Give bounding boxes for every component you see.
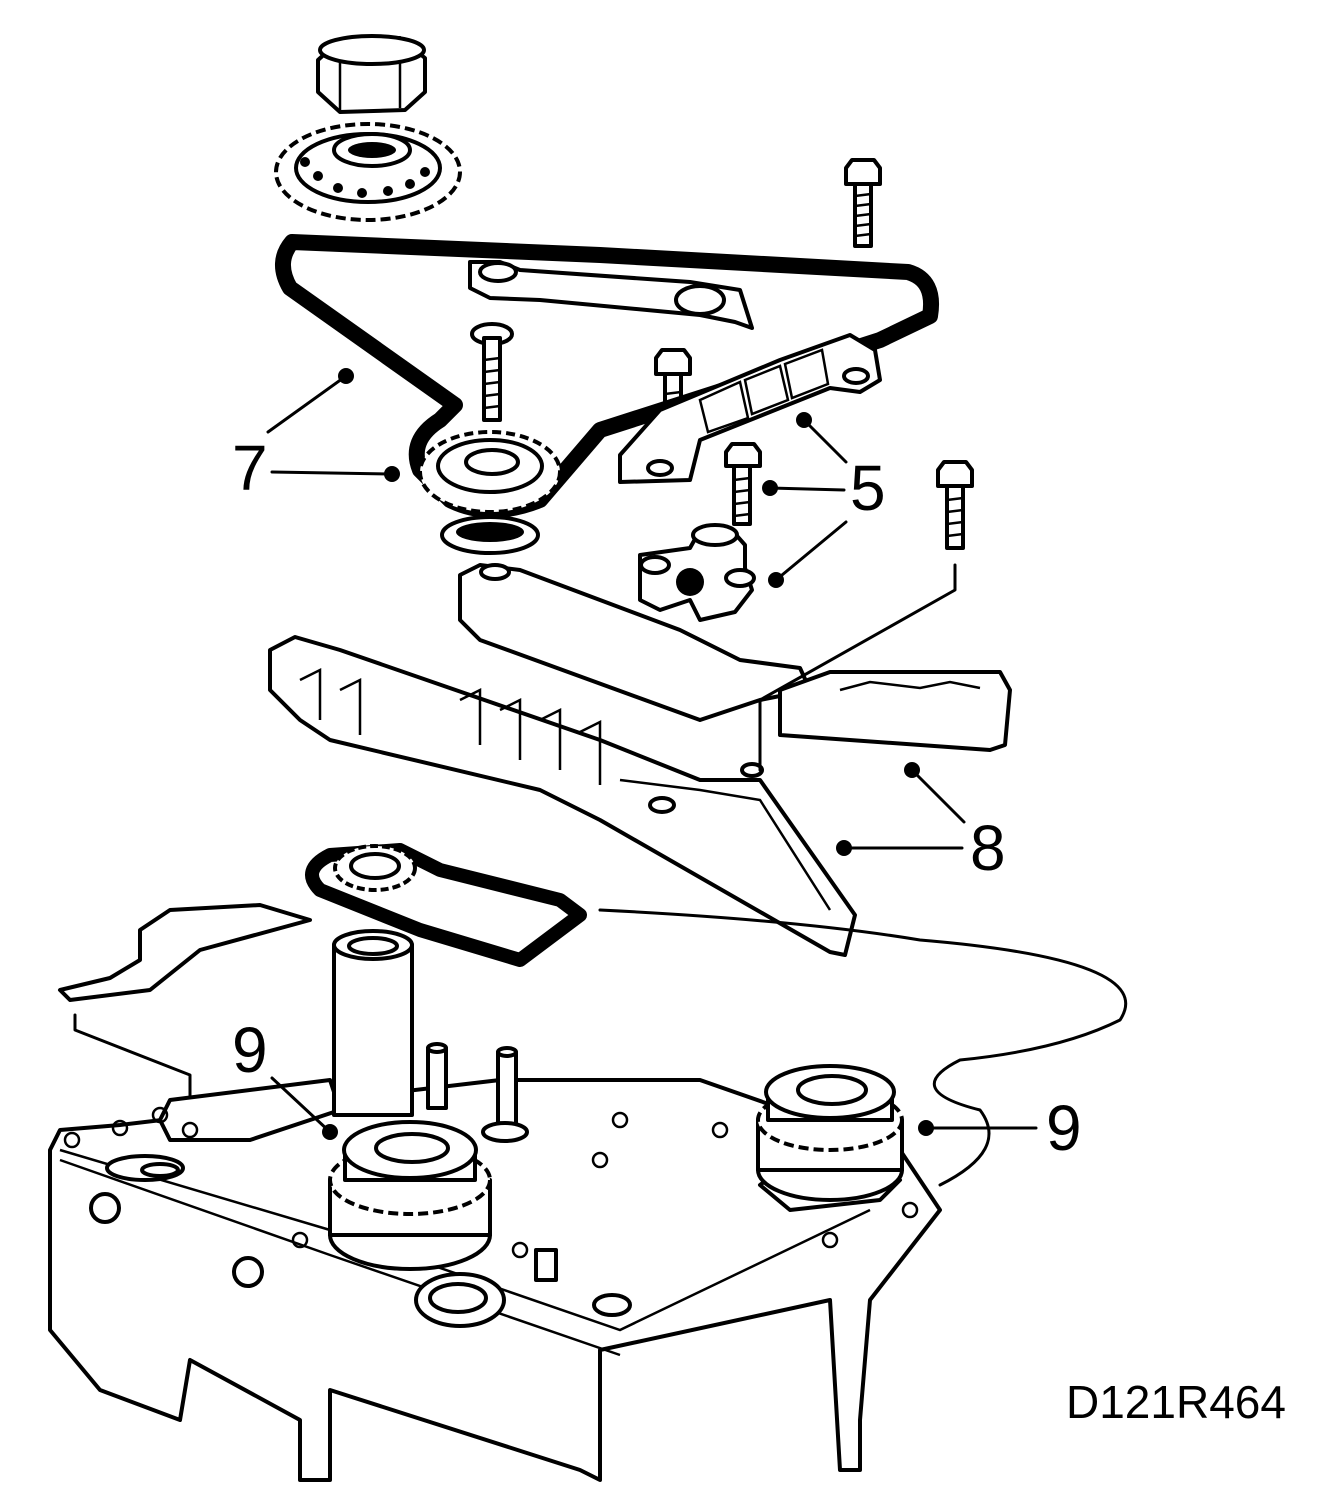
intermediate-sprocket [418,430,562,555]
balance-shaft-sprocket-right [756,1064,904,1202]
upper-tensioner-arm [618,333,882,484]
upper-chain-guide [468,260,754,330]
lower-chain-guide-straight [458,563,812,722]
oil-guide-plate [58,903,312,1002]
callout-9-left: 9 [232,1014,268,1086]
callout-8: 8 [970,812,1006,884]
callout-9-right: 9 [1046,1092,1082,1164]
camshaft-sprocket [274,122,462,222]
balance-shaft-sprocket-left [328,1120,492,1271]
callout-5: 5 [850,452,886,524]
hex-nut [316,34,427,114]
chain-tensioner [638,523,756,622]
lower-tensioner-rail [268,635,857,957]
studs [426,1042,529,1143]
leader-lines [266,368,1038,1140]
callout-7: 7 [232,432,268,504]
bolt-top-right [844,158,882,248]
lower-chain-guide-curved [778,670,1012,752]
bolt-tensioner [724,442,762,526]
drawing-code: D121R464 [1066,1376,1286,1428]
bolt-right [936,460,974,550]
oil-pump-tube [332,929,414,1117]
lower-timing-chain [305,843,587,967]
bolt-center [470,322,514,422]
